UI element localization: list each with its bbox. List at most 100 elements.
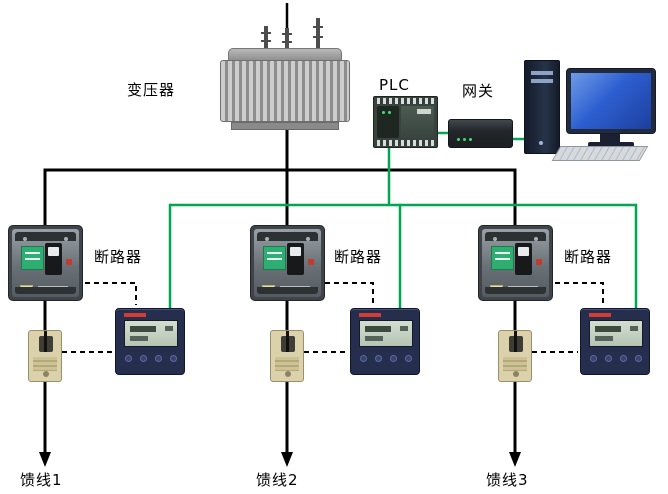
plate-text-mark xyxy=(25,258,40,260)
meter-digits xyxy=(630,326,638,331)
circuit-breaker-1-device xyxy=(8,225,83,301)
gateway-label: 网关 xyxy=(462,82,495,100)
transformer-bushing-icon xyxy=(282,28,292,60)
meter-button-icon xyxy=(155,355,162,362)
breaker-screw-icon xyxy=(534,237,538,241)
meter-display xyxy=(589,320,643,347)
plc-io-panel xyxy=(401,106,434,138)
power-meter-3-device xyxy=(580,308,650,375)
pc-monitor-stand xyxy=(600,134,620,143)
ct-grooves xyxy=(33,357,57,371)
meter-digits xyxy=(365,326,391,332)
meter-button-icon xyxy=(375,355,382,362)
plc-cpu-module xyxy=(377,106,399,138)
bushing-shed-icon xyxy=(261,40,271,42)
ct-grooves xyxy=(503,357,527,371)
breaker-handle xyxy=(48,247,59,256)
breaker-2-meter-dashed-line xyxy=(325,282,374,305)
plc-device xyxy=(373,96,438,148)
ct-grooves xyxy=(275,357,299,371)
meter-button-icon xyxy=(620,355,627,362)
meter-button-icon xyxy=(125,355,132,362)
meter-button-icon xyxy=(405,355,412,362)
gateway-led-icon xyxy=(457,138,460,141)
breaker-1-label: 断路器 xyxy=(94,248,143,266)
pc-drive-bay xyxy=(531,79,553,83)
breaker-screw-icon xyxy=(493,237,497,241)
transformer-base xyxy=(231,122,339,130)
bushing-shed-icon xyxy=(313,26,323,28)
ct-terminal-screw-icon xyxy=(285,371,291,377)
ct-terminal-screw-icon xyxy=(513,371,519,377)
breaker-1-meter-dashed-line xyxy=(85,282,137,305)
breaker-top-band xyxy=(485,232,546,241)
ct-primary-wire xyxy=(286,331,289,352)
plc-terminal-strip xyxy=(377,98,434,104)
transformer-bushing-icon xyxy=(313,18,323,60)
pc-monitor xyxy=(566,68,656,134)
gateway-device xyxy=(448,119,513,148)
breaker-handle xyxy=(518,247,529,256)
bushing-shed-icon xyxy=(282,41,292,43)
meter-display xyxy=(124,320,178,347)
computer-device xyxy=(522,56,658,162)
transformer-fins xyxy=(220,60,350,122)
meter-button-icon xyxy=(170,355,177,362)
ct-terminal-screw-icon xyxy=(43,371,49,377)
pc-keyboard xyxy=(551,146,649,161)
power-meter-1-device xyxy=(115,308,185,375)
transformer-bushing-icon xyxy=(261,26,271,60)
breaker-bottom-band xyxy=(257,287,318,294)
transformer-label: 变压器 xyxy=(127,81,176,99)
meter-digits xyxy=(365,336,383,341)
meter-button-icon xyxy=(360,355,367,362)
pc-drive-bay xyxy=(531,71,553,75)
meter-button-icon xyxy=(635,355,642,362)
plc-led-icon xyxy=(382,111,385,114)
breaker-face xyxy=(254,229,321,297)
plc-sticker xyxy=(417,109,431,114)
circuit-breaker-3-device xyxy=(478,225,553,301)
ct-primary-wire xyxy=(44,331,47,352)
current-transformer-1-device xyxy=(28,330,62,382)
bushing-shed-icon xyxy=(282,33,292,35)
plate-text-mark xyxy=(267,258,282,260)
breaker-top-band xyxy=(15,232,76,241)
power-meter-2-device xyxy=(350,308,420,375)
breaker-top-band xyxy=(257,232,318,241)
plate-text-mark xyxy=(495,258,510,260)
breaker-trip-button-icon xyxy=(308,259,314,265)
breaker-face xyxy=(482,229,549,297)
meter-brand-mark xyxy=(359,313,381,317)
bushing-shed-icon xyxy=(261,32,271,34)
feeder-2-arrow-icon xyxy=(281,452,293,467)
breaker-2-label: 断路器 xyxy=(334,248,383,266)
meter-digits xyxy=(130,326,156,332)
ct-primary-wire xyxy=(514,331,517,352)
breaker-bottom-band xyxy=(485,287,546,294)
breaker-face xyxy=(12,229,79,297)
plc-led-icon xyxy=(388,111,391,114)
pc-tower xyxy=(524,60,560,154)
meter-brand-mark xyxy=(589,313,611,317)
bushing-shed-icon xyxy=(313,36,323,38)
pc-screen xyxy=(571,73,651,129)
current-transformer-2-device xyxy=(270,330,304,382)
transformer-device xyxy=(215,12,355,130)
meter-button-icon xyxy=(605,355,612,362)
breaker-toggle xyxy=(45,243,62,275)
feeder-2-label: 馈线2 xyxy=(256,471,299,489)
feeder-1-label: 馈线1 xyxy=(20,471,63,489)
pc-monitor-base xyxy=(588,142,634,148)
meter-digits xyxy=(165,326,173,331)
meter-button-icon xyxy=(390,355,397,362)
gateway-led-icon xyxy=(469,138,472,141)
meter-button-icon xyxy=(140,355,147,362)
plc-terminal-strip xyxy=(377,140,434,146)
meter-digits xyxy=(400,326,408,331)
meter-button-icon xyxy=(590,355,597,362)
breaker-screw-icon xyxy=(306,237,310,241)
feeder-1-arrow-icon xyxy=(39,452,51,467)
breaker-rating-plate xyxy=(21,246,44,270)
